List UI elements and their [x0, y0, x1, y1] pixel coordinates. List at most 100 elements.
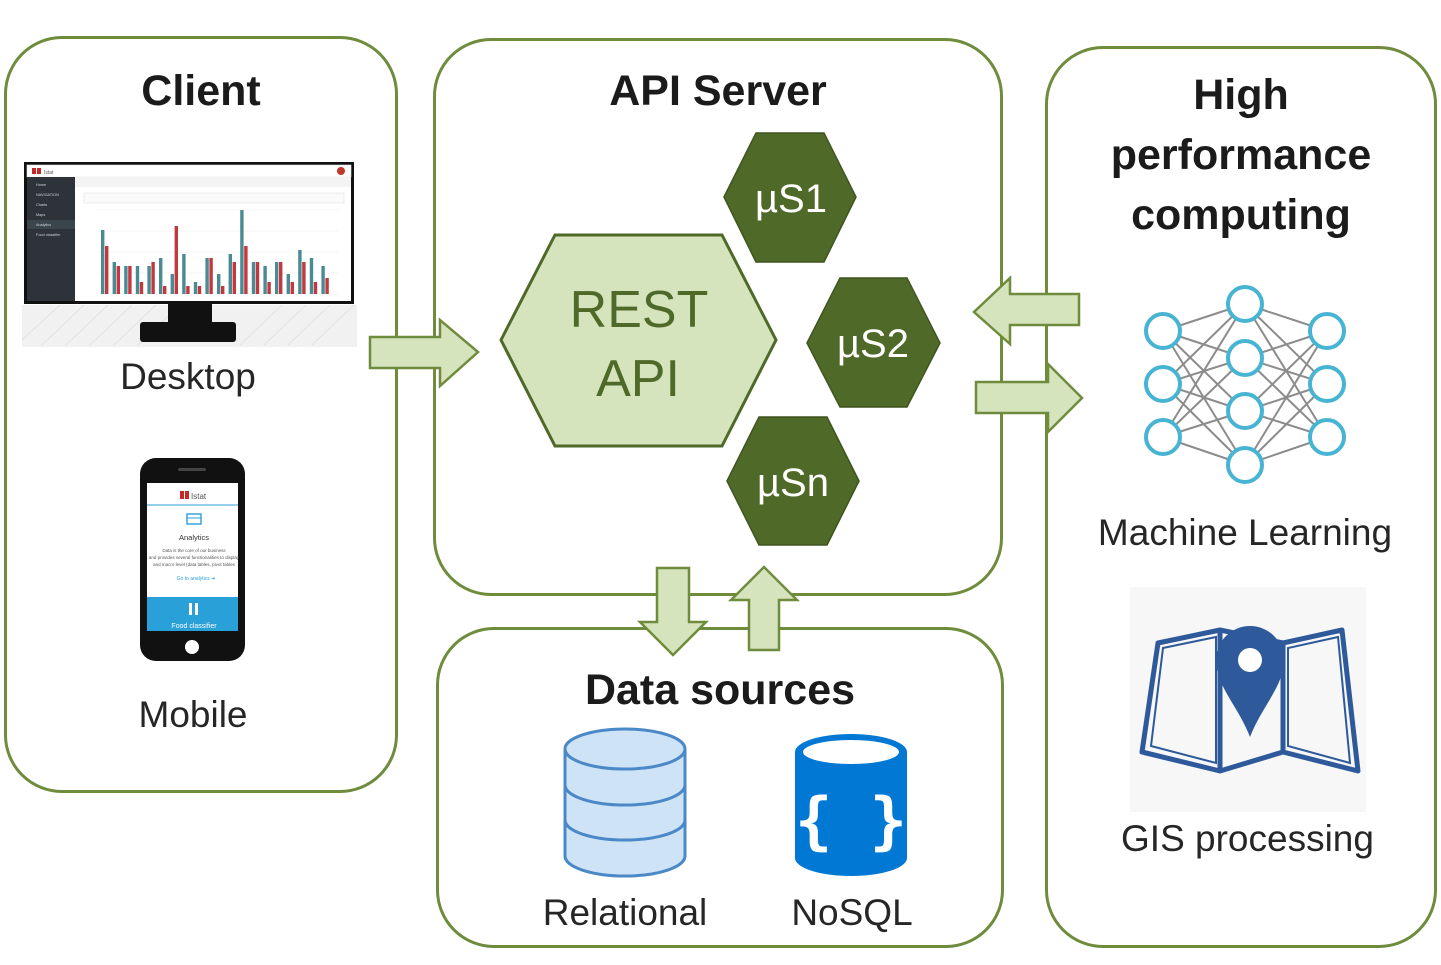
desktop-chart-bar-b: [244, 246, 248, 294]
nosql-label: NoSQL: [791, 892, 913, 933]
desktop-screen-chart: [97, 209, 338, 295]
desktop-chart-bar-a: [321, 266, 325, 294]
desktop-chart-bar-b: [139, 282, 144, 294]
nn-edge: [1162, 303, 1246, 438]
relational-label: Relational: [542, 892, 708, 933]
nn-edge: [1244, 330, 1328, 412]
nn-node: [1226, 446, 1264, 484]
desktop-chart-bar-a: [182, 254, 186, 294]
desktop-nav-item: Food classifier: [36, 233, 61, 237]
microservice-hexagon-1: µS1: [723, 132, 857, 263]
mobile-screen-text: and macro level (data tables, pivot tabl…: [153, 562, 236, 567]
desktop-chart-bar-b: [290, 282, 294, 294]
rest-api-label-line1: REST: [570, 281, 709, 339]
client-title: Client: [141, 67, 261, 115]
desktop-chart-bar-a: [147, 266, 151, 294]
arrow-api-to-hpc: [974, 360, 1084, 436]
nn-node: [1308, 312, 1346, 350]
hpc-panel: High performance computing: [1045, 46, 1437, 948]
desktop-chart-bar-b: [279, 262, 283, 294]
desktop-chart-bar-b: [209, 258, 213, 294]
desktop-chart-bar-a: [124, 266, 128, 294]
nosql-braces-glyph: { }: [795, 784, 907, 857]
mobile-screen-heading: Analytics: [179, 533, 209, 542]
gis-processing-label: GIS processing: [1121, 818, 1374, 859]
data-sources-title: Data sources: [584, 666, 856, 714]
mobile-screen-text: Data is the core of our business: [162, 548, 226, 553]
desktop-chart-bar-b: [313, 282, 318, 294]
nosql-database-icon: { }: [795, 734, 907, 876]
desktop-chart-bar-b: [267, 282, 271, 294]
desktop-chart-bar-b: [163, 286, 167, 294]
arrow-client-to-api: [368, 317, 480, 389]
nn-node: [1226, 339, 1264, 377]
desktop-chart-bar-b: [105, 246, 109, 294]
desktop-chart-bar-b: [325, 278, 329, 294]
nn-edge: [1244, 330, 1328, 466]
desktop-chart-bar-b: [116, 266, 120, 294]
desktop-chart-bar-a: [263, 266, 267, 294]
api-server-title: API Server: [609, 67, 827, 115]
rest-api-label-line2: API: [596, 350, 680, 408]
desktop-chart-bar-a: [205, 258, 209, 294]
desktop-nav-item: Charts: [36, 203, 47, 207]
mobile-screen-text: and provides several functionalities to …: [149, 555, 240, 560]
desktop-chart-bar-a: [240, 210, 244, 294]
desktop-chart-bar-b: [174, 226, 178, 294]
arrow-data-to-api: [727, 565, 801, 652]
desktop-chart-bar-a: [275, 262, 279, 294]
hpc-title-line3: computing: [1131, 191, 1351, 239]
nn-node: [1144, 418, 1182, 456]
nn-node: [1144, 312, 1182, 350]
data-sources-panel: Data sources: [436, 627, 1004, 948]
desktop-chart-bar-b: [186, 286, 190, 294]
desktop-nav-active: [27, 220, 75, 229]
nn-node: [1226, 392, 1264, 430]
microservice-label-1: µS1: [755, 177, 827, 221]
gis-map-icon: [1130, 587, 1366, 812]
desktop-nav-item: Maps: [36, 213, 45, 217]
desktop-chart-bar-b: [221, 286, 225, 294]
desktop-chart-bar-a: [193, 282, 198, 294]
mobile-screen-brand: Istat: [191, 492, 207, 501]
rest-api-hexagon: REST API: [499, 233, 778, 448]
mobile-screen-link: Go to analytics ➔: [177, 576, 216, 582]
desktop-chart-bar-b: [232, 262, 236, 294]
neural-network-icon: [1144, 285, 1346, 484]
arrow-api-to-data: [636, 566, 710, 657]
relational-database-icon: [563, 727, 687, 878]
desktop-chart-bar-a: [309, 258, 314, 294]
desktop-nav-item: Analytics: [36, 223, 51, 227]
desktop-chart-bar-a: [101, 230, 105, 294]
desktop-chart-bar-a: [159, 258, 163, 294]
nn-edge: [1162, 303, 1246, 385]
desktop-chart-bar-a: [298, 250, 302, 294]
nn-node: [1308, 365, 1346, 403]
mobile-screen-footer: Food classifier: [171, 623, 217, 630]
microservice-hexagon-n: µSn: [726, 416, 860, 546]
microservice-hexagon-2: µS2: [806, 277, 941, 408]
desktop-chart-bar-b: [128, 266, 132, 294]
desktop-chart-bar-b: [255, 262, 260, 294]
desktop-chart-bar-b: [151, 262, 155, 294]
hpc-title-line2: performance: [1110, 131, 1372, 179]
mobile-phone-icon: Istat Analytics Data is the core of our …: [140, 458, 245, 661]
desktop-nav-item: Home: [36, 183, 46, 187]
arrow-hpc-to-api: [972, 275, 1081, 347]
desktop-chart-bar-a: [112, 262, 116, 294]
nn-node: [1226, 285, 1264, 323]
desktop-chart-bar-a: [170, 274, 174, 294]
desktop-monitor-icon: Istat HomeNAVIGATIONChartsMapsAnalyticsF…: [21, 162, 357, 347]
desktop-chart-bar-a: [251, 262, 256, 294]
hpc-title-line1: High: [1193, 71, 1289, 119]
desktop-chart-bar-b: [302, 262, 306, 294]
desktop-screen-brand: Istat: [44, 170, 54, 176]
desktop-chart-bar-a: [135, 266, 140, 294]
nn-node: [1144, 365, 1182, 403]
desktop-chart-bar-a: [286, 274, 290, 294]
machine-learning-label: Machine Learning: [1097, 512, 1393, 553]
desktop-chart-bar-a: [217, 274, 221, 294]
microservice-label-n: µSn: [757, 461, 829, 505]
nn-edge: [1244, 383, 1328, 466]
